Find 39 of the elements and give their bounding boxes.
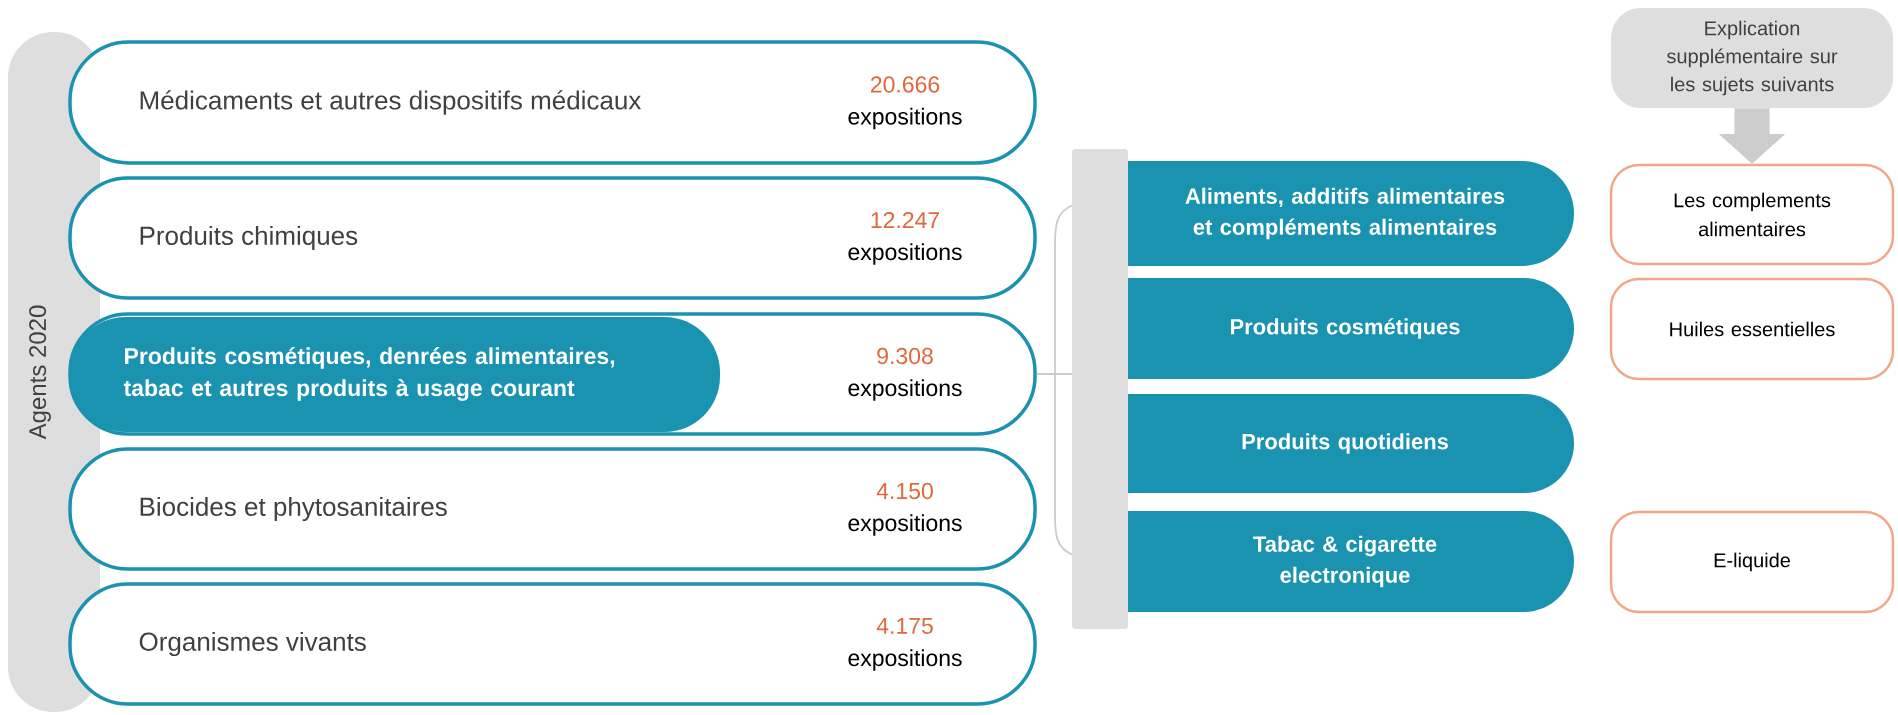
detail-box — [1609, 163, 1895, 266]
detail-text: E-liquide — [1714, 552, 1790, 572]
detail-text: Les complements alimentaires — [1674, 192, 1831, 237]
note-text: Explication supplémentaire sur les sujets suivants — [1666, 20, 1838, 96]
category-label: Biocides et phytosanitaires — [140, 496, 447, 522]
exposure-count: 9.308 — [877, 347, 933, 365]
exposure-unit: expositions — [848, 107, 962, 130]
subcategory-label: Tabac & cigarette electronique — [1253, 535, 1437, 588]
subcategory-label: Aliments, additifs alimentaires et compléments alimentaires — [1185, 187, 1505, 240]
bracket-bar — [1072, 149, 1128, 629]
exposure-unit: expositions — [848, 514, 962, 536]
subcategory-label: Produits quotidiens — [1242, 433, 1448, 454]
category-pill — [68, 582, 1037, 706]
category-label: Médicaments et autres dispositifs médicaux — [140, 90, 642, 115]
exposure-unit: expositions — [848, 649, 962, 671]
vertical-label: Agents 2020 — [29, 305, 51, 440]
subcategory-tab — [1128, 161, 1574, 266]
subcategory-label: Produits cosmétiques — [1230, 318, 1460, 339]
category-pill — [68, 40, 1037, 165]
category-pill — [68, 176, 1037, 300]
category-label: Organismes vivants — [139, 631, 366, 657]
detail-box — [1609, 277, 1895, 381]
connector — [1035, 373, 1073, 375]
exposure-count: 4.175 — [876, 617, 933, 634]
highlight-pill — [70, 317, 720, 432]
exposure-unit: expositions — [848, 379, 962, 401]
note-box — [1611, 8, 1893, 108]
subcategory-tab — [1128, 511, 1574, 612]
detail-text: Huiles essentielles — [1670, 321, 1835, 337]
exposure-count: 12.247 — [871, 211, 939, 228]
subcategory-tab — [1128, 394, 1574, 493]
subcategory-tab — [1128, 278, 1574, 379]
category-label: Produits cosmétiques, denrées alimentaires, tabac et autres produits à usage courant — [123, 347, 615, 401]
category-pill — [68, 447, 1037, 571]
exposure-count: 20.666 — [871, 76, 940, 93]
category-label: Produits chimiques — [140, 225, 358, 251]
exposure-unit: expositions — [848, 243, 962, 265]
detail-box — [1609, 510, 1895, 614]
exposure-count: 4.150 — [876, 482, 933, 500]
